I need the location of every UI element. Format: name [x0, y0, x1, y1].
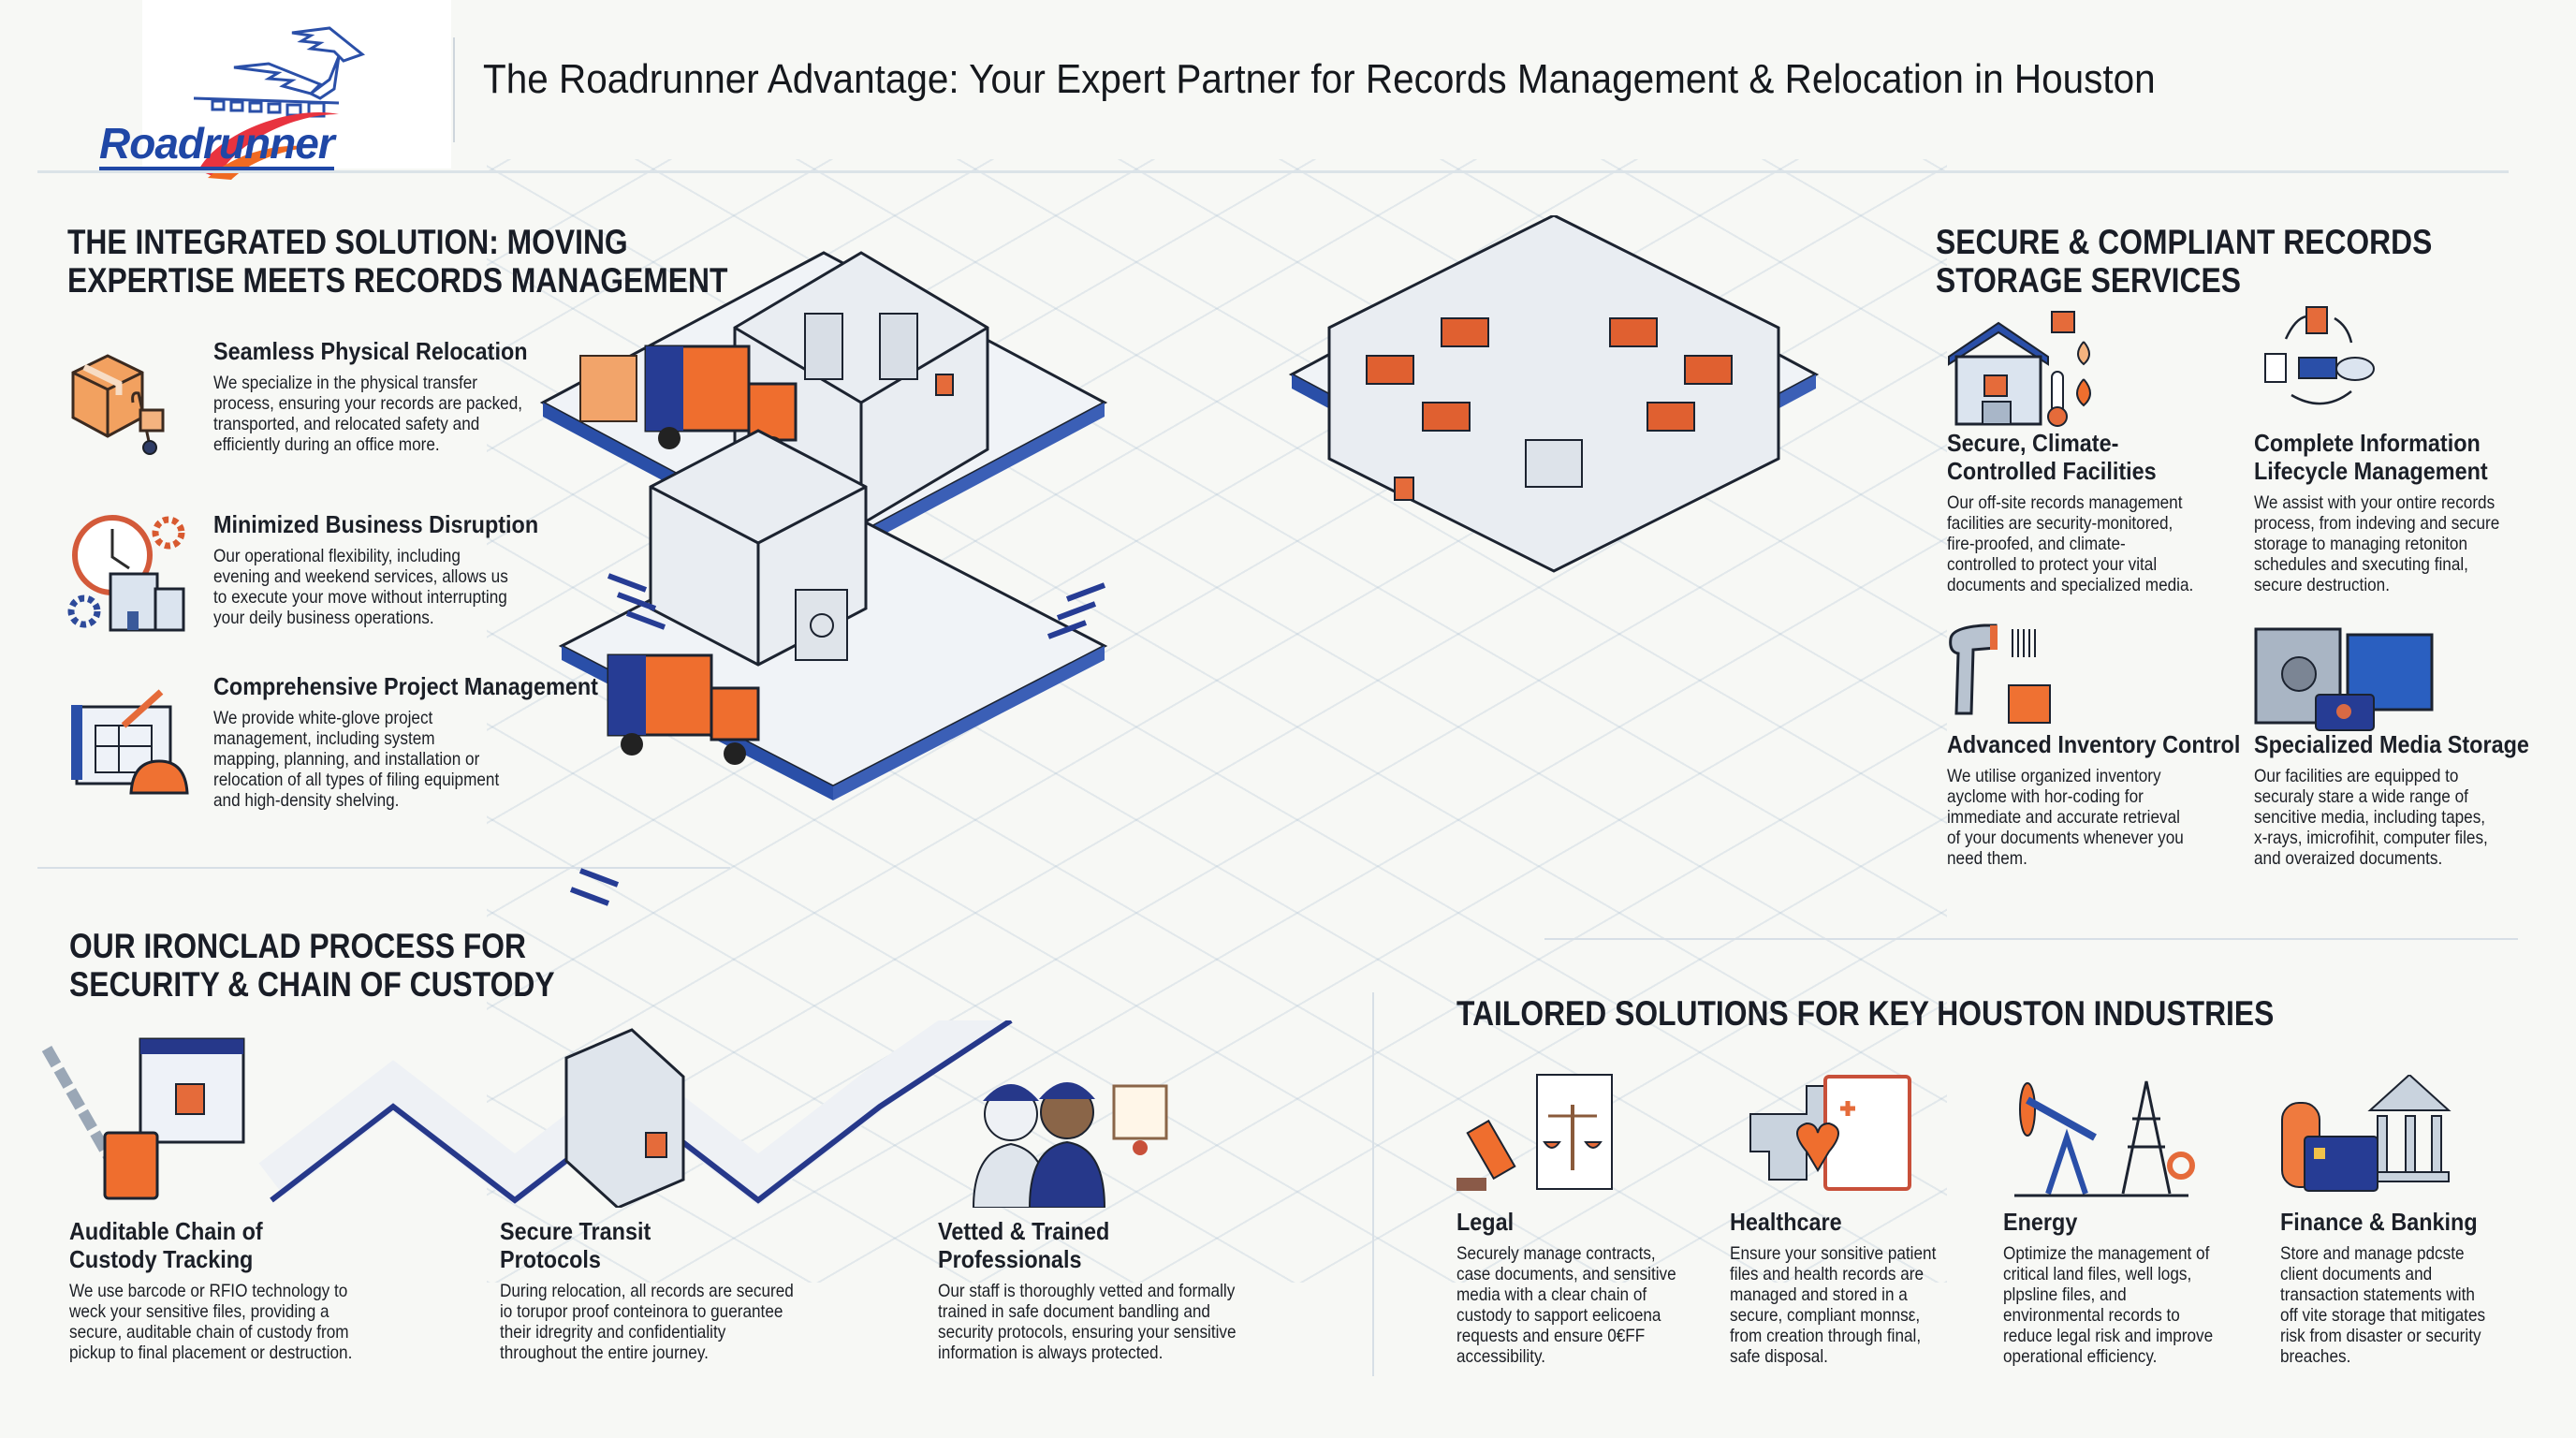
- integrated-item-project-management: Comprehensive Project Management We prov…: [213, 672, 641, 811]
- item-body: Our operational flexibility, including e…: [213, 546, 508, 628]
- item-title: Specialized Media Storage: [2254, 730, 2529, 758]
- item-body: We assist with your ontire records proce…: [2254, 492, 2500, 595]
- item-body: We specialize in the physical transfer p…: [213, 373, 523, 455]
- item-body: Securely manage contracts, case document…: [1456, 1243, 1676, 1367]
- item-title: Advanced Inventory Control: [1947, 730, 2241, 758]
- item-title: Secure, Climate-Controlled Facilities: [1947, 429, 2157, 485]
- stairs: [569, 573, 1106, 906]
- item-title: Comprehensive Project Management: [213, 672, 598, 700]
- item-body: Our staff is thoroughly vetted and forma…: [938, 1281, 1237, 1363]
- medical-clipboard-icon: [1749, 1075, 1911, 1191]
- process-title-line1: OUR IRONCLAD PROCESS FOR: [69, 927, 526, 965]
- barcode-scanner-icon: [1949, 624, 2051, 724]
- process-path-illustration: [41, 1020, 1168, 1208]
- moving-truck-left: [644, 345, 798, 459]
- media-safe-icon: [2254, 627, 2434, 731]
- blueprint-hardhat-icon: [71, 689, 189, 795]
- central-facility: [558, 429, 1108, 800]
- clock-building-icon: [67, 515, 185, 632]
- item-body: Optimize the management of critical land…: [2003, 1243, 2214, 1367]
- item-body: Store and manage pdcste client documents…: [2280, 1243, 2486, 1367]
- isometric-facility-illustration: [539, 215, 1820, 906]
- process-title-line2: SECURITY & CHAIN OF CUSTODY: [69, 965, 555, 1004]
- item-title: Finance & Banking: [2280, 1208, 2478, 1236]
- storage-title-line2: STORAGE SERVICES: [1936, 261, 2241, 300]
- item-body: Ensure your sonsitive patient files and …: [1730, 1243, 1937, 1367]
- item-body: Our off-site records management faciliti…: [1947, 492, 2194, 595]
- oil-pump-tower-icon: [2014, 1080, 2195, 1197]
- section-divider: [1544, 938, 2518, 940]
- integrated-title-line1: THE INTEGRATED SOLUTION: MOVING: [67, 223, 628, 261]
- industry-item-energy: Energy Optimize the management of critic…: [2003, 1208, 2242, 1367]
- guards-certificate-icon: [972, 1082, 1168, 1208]
- industry-item-legal: Legal Securely manage contracts, case do…: [1456, 1208, 1706, 1367]
- integrated-section-title: THE INTEGRATED SOLUTION: MOVING EXPERTIS…: [67, 223, 727, 300]
- process-section-title: OUR IRONCLAD PROCESS FOR SECURITY & CHAI…: [69, 927, 555, 1004]
- industry-item-finance: Finance & Banking Store and manage pdcst…: [2280, 1208, 2513, 1367]
- item-title: Minimized Business Disruption: [213, 510, 539, 538]
- box-dolly-icon: [71, 354, 165, 455]
- industry-item-healthcare: Healthcare Ensure your sonsitive patient…: [1730, 1208, 1964, 1367]
- section-divider: [37, 867, 730, 869]
- section-divider-vertical: [1372, 992, 1374, 1376]
- bank-coins-icon: [2281, 1075, 2452, 1192]
- item-body: We provide white-glove project managemen…: [213, 708, 500, 811]
- storage-item-facilities: Secure, Climate-Controlled Facilities Ou…: [1947, 429, 2227, 595]
- header-separator: [453, 37, 455, 142]
- lifecycle-icon: [2264, 306, 2375, 405]
- item-body: During relocation, all records are secur…: [500, 1281, 794, 1363]
- integrated-title-line2: EXPERTISE MEETS RECORDS MANAGEMENT: [67, 261, 728, 300]
- header-divider: [37, 170, 2509, 173]
- industries-section-title: TAILORED SOLUTIONS FOR KEY HOUSTON INDUS…: [1456, 994, 2275, 1033]
- storage-item-inventory: Advanced Inventory Control We utilise or…: [1947, 730, 2273, 869]
- locked-container-icon: [564, 1028, 685, 1208]
- item-title: Healthcare: [1730, 1208, 1842, 1236]
- moving-truck-center: [607, 653, 760, 765]
- chain-lock-icon: [41, 1037, 245, 1200]
- item-title: Seamless Physical Relocation: [213, 337, 528, 365]
- item-title: Energy: [2003, 1208, 2078, 1236]
- records-storage-building: [1288, 215, 1820, 573]
- page-title: The Roadrunner Advantage: Your Expert Pa…: [483, 56, 2156, 102]
- gavel-scales-icon: [1456, 1074, 1613, 1191]
- item-body: We use barcode or RFIO technology to wec…: [69, 1281, 353, 1363]
- integrated-item-disruption: Minimized Business Disruption Our operat…: [213, 510, 575, 628]
- stacked-boxes: [579, 355, 637, 422]
- secure-facility-icon: [1948, 311, 2091, 427]
- storage-section-title: SECURE & COMPLIANT RECORDS STORAGE SERVI…: [1936, 223, 2432, 300]
- logo-wordmark: Roadrunner: [99, 120, 335, 170]
- item-body: Our facilities are equipped to securaly …: [2254, 766, 2488, 869]
- item-title: Legal: [1456, 1208, 1515, 1236]
- storage-title-line1: SECURE & COMPLIANT RECORDS: [1936, 223, 2433, 261]
- item-body: We utilise organized inventory ayclome w…: [1947, 766, 2184, 869]
- integrated-item-relocation: Seamless Physical Relocation We speciali…: [213, 337, 564, 455]
- storage-item-media: Specialized Media Storage Our facilities…: [2254, 730, 2560, 869]
- roadrunner-logo[interactable]: Roadrunner: [99, 0, 451, 180]
